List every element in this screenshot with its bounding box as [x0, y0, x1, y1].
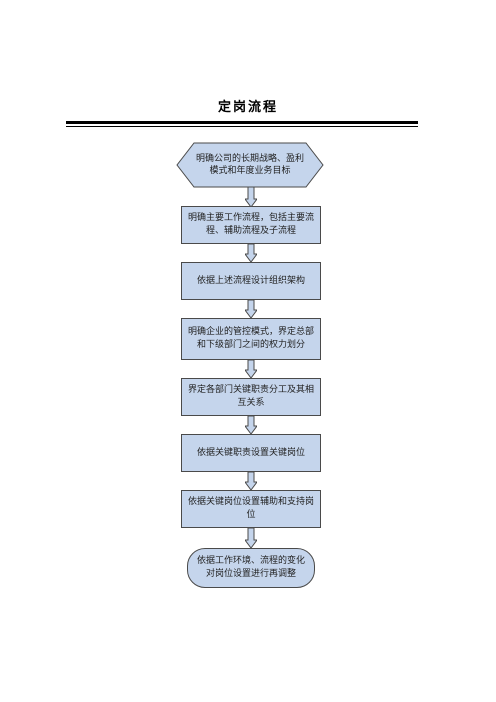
- flow-step-6: 依据关键职责设置关键岗位: [181, 434, 321, 472]
- flow-arrow-6: [245, 472, 257, 490]
- flow-step-1: 明确公司的长期战略、盈利模式和年度业务目标: [196, 154, 305, 176]
- title-rule-thin: [66, 126, 418, 127]
- flow-step-8: 依据工作环境、流程的变化对岗位设置进行再调整: [187, 548, 315, 588]
- flow-arrow-4: [245, 360, 257, 378]
- flow-arrow-2: [245, 244, 257, 262]
- flow-arrow-1: [245, 187, 257, 207]
- flow-arrow-5: [245, 416, 257, 434]
- flow-step-7: 依据关键岗位设置辅助和支持岗位: [181, 490, 321, 528]
- flow-arrow-3: [245, 300, 257, 318]
- flow-step-5: 界定各部门关键职责分工及其相互关系: [181, 378, 321, 416]
- start-hexagon: [176, 142, 324, 188]
- flow-arrow-7: [245, 528, 257, 548]
- title-rule-thick: [66, 121, 418, 124]
- flow-step-2: 明确主要工作流程，包括主要流程、辅助流程及子流程: [181, 206, 321, 244]
- page-title: 定岗流程: [217, 100, 278, 115]
- flow-step-4: 明确企业的管控模式，界定总部和下级部门之间的权力划分: [181, 318, 321, 360]
- flow-step-3: 依据上述流程设计组织架构: [181, 262, 321, 300]
